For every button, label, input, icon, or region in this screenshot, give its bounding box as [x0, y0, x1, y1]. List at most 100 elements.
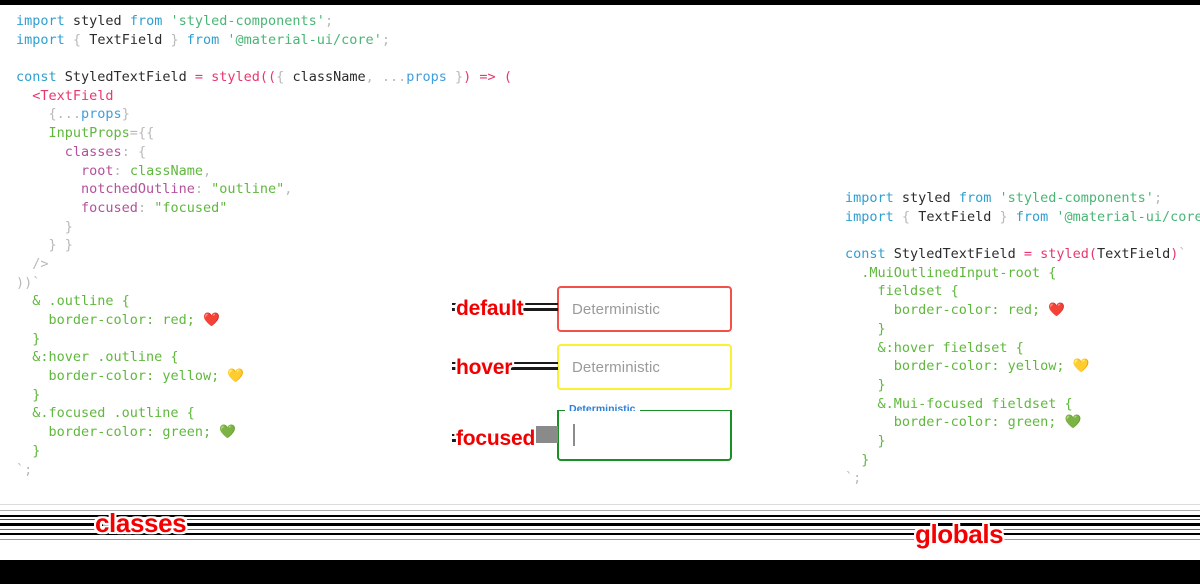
code-token: '@material-ui/core': [1056, 208, 1200, 225]
textfield-focused[interactable]: [557, 411, 732, 461]
rule-1: [0, 504, 1200, 505]
code-token: ((: [259, 69, 277, 86]
code-token: {{: [137, 125, 155, 142]
code-token: ;: [381, 31, 390, 48]
code-line: [16, 49, 512, 68]
code-token: ❤️: [1048, 302, 1066, 319]
code-token: (: [1088, 246, 1098, 263]
code-token: TextField: [918, 208, 992, 225]
code-token: "focused": [154, 199, 228, 216]
code-line: } }: [16, 236, 512, 255]
code-token: }: [845, 320, 886, 337]
code-line: InputProps={{: [16, 124, 512, 143]
code-line: classes: {: [16, 143, 512, 162]
code-token: =: [129, 125, 138, 142]
code-token: :: [146, 312, 163, 328]
code-line: import styled from 'styled-components';: [845, 189, 1200, 208]
code-token: [16, 88, 32, 104]
code-token: "outline": [211, 181, 285, 198]
code-token: &.Mui-focused fieldset {: [845, 395, 1073, 412]
code-token: ,: [284, 181, 293, 198]
code-token: ,: [202, 162, 212, 179]
rule-8: [0, 539, 1200, 540]
code-token: [16, 200, 81, 216]
code-token: ;: [1048, 414, 1065, 431]
rule-5: [0, 523, 1200, 526]
code-token: ;: [1056, 358, 1073, 375]
code-token: ;: [186, 312, 203, 328]
code-token: 💛: [227, 368, 245, 385]
code-token: import: [16, 31, 65, 48]
code-line: }: [845, 451, 1200, 470]
caption-globals: globals: [915, 519, 1004, 549]
code-token: [951, 190, 959, 206]
code-line: &:hover fieldset {: [845, 339, 1200, 358]
code-token: styled: [211, 69, 260, 86]
code-line: border-color: green; 💚: [16, 423, 512, 442]
code-line: &:hover .outline {: [16, 348, 512, 367]
code-block-globals: import styled from 'styled-components';i…: [845, 189, 1200, 488]
code-token: [16, 181, 81, 197]
code-token: styled: [72, 13, 122, 29]
code-token: [16, 163, 81, 179]
leader-line-hover: [452, 362, 558, 370]
code-token: import: [16, 13, 65, 29]
code-token: :: [121, 143, 138, 160]
code-token: ;: [1031, 302, 1049, 319]
code-token: [16, 424, 49, 440]
code-token: TextField: [89, 31, 163, 48]
code-line: fieldset {: [845, 282, 1200, 301]
code-token: [65, 13, 73, 29]
textfield-focused-notch: Deterministic: [557, 404, 732, 415]
code-token: import: [845, 190, 894, 206]
code-line: border-color: red; ❤️: [16, 311, 512, 330]
rule-7: [0, 533, 1200, 535]
code-token: [16, 368, 49, 384]
rule-6: [0, 529, 1200, 530]
notch-segment-left: [557, 409, 565, 412]
code-token: const: [16, 69, 57, 86]
code-token: from: [186, 31, 220, 48]
code-token: `: [1178, 246, 1187, 263]
code-token: />: [16, 255, 49, 272]
caption-classes: classes: [95, 508, 187, 538]
code-token: 💛: [1072, 358, 1090, 375]
code-line: [845, 226, 1200, 245]
code-token: ))`: [16, 274, 41, 291]
code-token: className: [292, 69, 366, 86]
code-token: from: [129, 13, 163, 29]
code-token: :: [991, 414, 1008, 431]
code-token: &.focused .outline {: [16, 405, 195, 422]
code-token: ;: [1153, 190, 1163, 206]
code-line: ))`: [16, 274, 512, 293]
rule-3: [0, 515, 1200, 517]
code-token: `;: [16, 461, 33, 478]
code-token: {: [137, 143, 147, 160]
code-line: }: [16, 386, 512, 405]
code-token: }: [446, 69, 464, 86]
code-token: border-color: [893, 414, 992, 431]
code-token: styled: [1040, 246, 1089, 263]
leader-line-default: [452, 303, 558, 311]
textfield-hover-placeholder: Deterministic: [572, 359, 660, 376]
code-token: {: [72, 31, 90, 48]
leader-block-focused: [536, 426, 558, 443]
code-token: [845, 302, 894, 318]
code-token: ...: [56, 106, 82, 123]
rule-4: [0, 519, 1200, 520]
code-token: [894, 190, 902, 206]
code-line: focused: "focused": [16, 199, 512, 218]
textfield-hover[interactable]: Deterministic: [557, 344, 732, 390]
code-token: 💚: [1064, 414, 1082, 431]
code-token: =>: [479, 69, 504, 86]
annotation-hover: hover: [456, 356, 513, 379]
textfield-default[interactable]: Deterministic: [557, 286, 732, 332]
textfield-focused-floating-label: Deterministic: [565, 404, 640, 415]
code-token: }: [121, 106, 130, 123]
code-token: }: [845, 432, 886, 449]
annotation-default: default: [456, 297, 524, 320]
code-token: {: [901, 208, 919, 225]
code-token: [16, 312, 49, 328]
code-line: notchedOutline: "outline",: [16, 180, 512, 199]
code-line: border-color: yellow; 💛: [845, 357, 1200, 376]
